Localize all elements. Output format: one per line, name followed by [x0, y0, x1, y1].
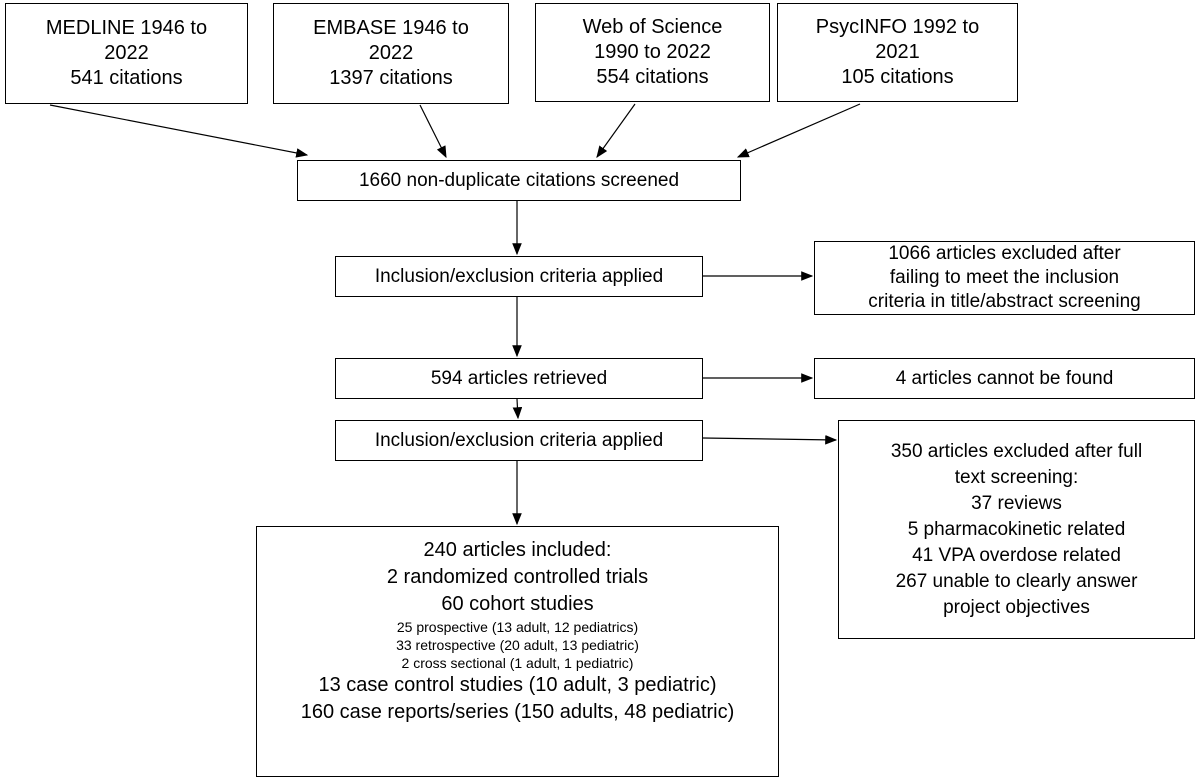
arrow-criteria2-excluded2 [702, 435, 838, 445]
arrow-wos [596, 103, 636, 158]
excluded2-overdose: 41 VPA overdose related [912, 544, 1121, 566]
screened-text: 1660 non-duplicate citations screened [358, 169, 680, 191]
included-case-reports: 160 case reports/series (150 adults, 48 … [300, 701, 735, 723]
source-text: EMBASE 1946 to [313, 17, 469, 39]
source-text: 1990 to 2022 [594, 41, 711, 63]
excluded2-unable: 267 unable to clearly answer [895, 570, 1138, 592]
source-count: 105 citations [841, 66, 954, 88]
screened-box: 1660 non-duplicate citations screened [297, 160, 741, 201]
retrieved-box: 594 articles retrieved [335, 358, 703, 399]
criteria1-box: Inclusion/exclusion criteria applied [335, 256, 703, 297]
retrieved-text: 594 articles retrieved [430, 367, 608, 389]
excluded2-box: 350 articles excluded after full text sc… [838, 420, 1195, 639]
excluded1-text: 1066 articles excluded after [888, 243, 1121, 264]
source-count: 541 citations [70, 67, 183, 89]
source-text: Web of Science [582, 16, 723, 38]
included-case-control: 13 case control studies (10 adult, 3 ped… [318, 674, 717, 696]
excluded1-box: 1066 articles excluded after failing to … [814, 241, 1195, 315]
arrow-medline [49, 104, 309, 158]
not-found-box: 4 articles cannot be found [814, 358, 1195, 399]
source-text: PsycINFO 1992 to [815, 16, 980, 38]
arrow-retrieved-criteria2 [512, 398, 523, 420]
included-cross-sectional: 2 cross sectional (1 adult, 1 pediatric) [401, 655, 634, 671]
source-embase: EMBASE 1946 to 2022 1397 citations [273, 3, 509, 104]
excluded2-pharmacokinetic: 5 pharmacokinetic related [907, 518, 1126, 540]
source-psycinfo: PsycINFO 1992 to 2021 105 citations [777, 3, 1018, 102]
included-rct: 2 randomized controlled trials [386, 566, 649, 588]
included-retrospective: 33 retrospective (20 adult, 13 pediatric… [396, 637, 639, 653]
included-prospective: 25 prospective (13 adult, 12 pediatrics) [396, 619, 639, 635]
criteria2-text: Inclusion/exclusion criteria applied [374, 429, 664, 451]
excluded2-reviews: 37 reviews [971, 492, 1062, 514]
source-medline: MEDLINE 1946 to 2022 541 citations [5, 3, 248, 104]
source-count: 554 citations [596, 66, 709, 88]
arrow-embase [419, 104, 447, 159]
arrow-psycinfo [736, 103, 861, 158]
criteria2-box: Inclusion/exclusion criteria applied [335, 420, 703, 461]
included-title: 240 articles included: [423, 539, 612, 561]
included-box: 240 articles included: 2 randomized cont… [256, 526, 779, 777]
excluded2-text: 350 articles excluded after full [890, 440, 1143, 462]
source-count: 1397 citations [329, 67, 453, 89]
excluded1-text: criteria in title/abstract screening [868, 291, 1141, 312]
source-web-of-science: Web of Science 1990 to 2022 554 citation… [535, 3, 770, 102]
not-found-text: 4 articles cannot be found [895, 367, 1114, 389]
excluded2-unable: project objectives [943, 596, 1090, 618]
source-text: MEDLINE 1946 to [45, 17, 208, 39]
source-text: 2021 [875, 41, 920, 63]
source-text: 2022 [368, 42, 414, 64]
excluded2-text: text screening: [954, 466, 1079, 488]
criteria1-text: Inclusion/exclusion criteria applied [374, 265, 664, 287]
excluded1-text: failing to meet the inclusion [889, 267, 1120, 288]
included-cohort: 60 cohort studies [441, 593, 594, 615]
source-text: 2022 [104, 42, 149, 64]
